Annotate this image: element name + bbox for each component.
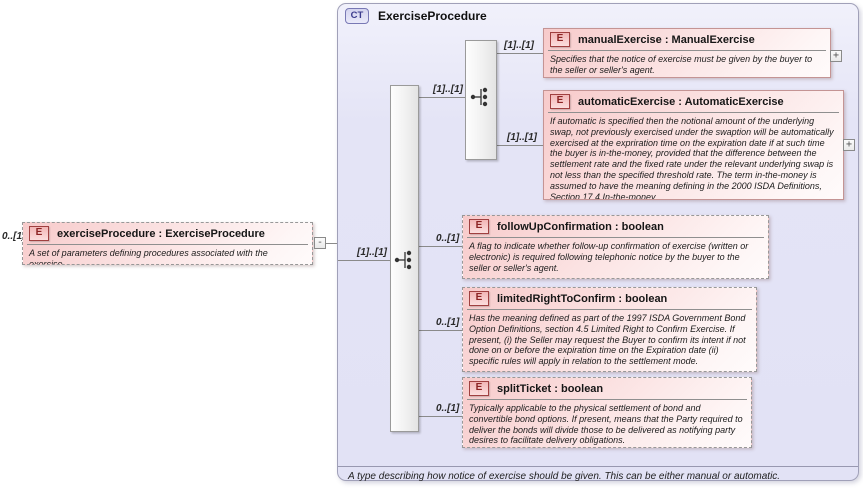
cardinality-label: [1]..[1] [504,40,534,51]
element-annotation: Typically applicable to the physical set… [469,403,743,446]
element-header: E exerciseProcedure : ExerciseProcedure [23,223,312,243]
element-annotation: Specifies that the notice of exercise mu… [550,54,813,75]
cardinality-label: 0..[1] [436,233,460,244]
connector-line [497,145,543,146]
complex-type-badge-icon: CT [345,8,369,24]
element-follow-up-confirmation[interactable]: E followUpConfirmation : boolean A flag … [462,215,769,279]
cardinality-label: 0..[1] [436,317,460,328]
connector-line [338,260,390,261]
element-badge-icon: E [469,219,489,234]
expand-icon[interactable]: + [843,139,855,151]
choice-icon [470,87,488,107]
connector-line [419,330,462,331]
element-header: E manualExercise : ManualExercise [544,29,830,49]
separator [467,399,747,400]
connector-line [419,416,462,417]
separator [27,244,308,245]
element-badge-icon: E [550,94,570,109]
element-header: E splitTicket : boolean [463,378,751,398]
element-header: E automaticExercise : AutomaticExercise [544,91,843,111]
element-annotation: Has the meaning defined as part of the 1… [469,313,746,367]
element-limited-right-to-confirm[interactable]: E limitedRightToConfirm : boolean Has th… [462,287,757,372]
element-annotation: A set of parameters defining procedures … [29,248,268,265]
complex-type-header: CT ExerciseProcedure [345,8,487,24]
element-name: exerciseProcedure : ExerciseProcedure [57,227,265,240]
element-name: splitTicket : boolean [497,382,604,395]
cardinality-label: [1]..[1] [433,84,463,95]
element-badge-icon: E [469,381,489,396]
cardinality-label: 0..[1] [436,403,460,414]
element-exercise-procedure[interactable]: E exerciseProcedure : ExerciseProcedure … [22,222,313,265]
element-header: E followUpConfirmation : boolean [463,216,768,236]
separator [548,50,826,51]
sequence-icon [394,250,412,270]
connector-line [419,97,465,98]
element-name: limitedRightToConfirm : boolean [497,292,668,305]
complex-type-title: ExerciseProcedure [378,9,487,23]
element-badge-icon: E [550,32,570,47]
element-manual-exercise[interactable]: E manualExercise : ManualExercise Specif… [543,28,831,78]
element-annotation: A flag to indicate whether follow-up con… [469,241,749,273]
separator [467,237,764,238]
connector-line [326,243,337,244]
connector-line [419,246,462,247]
element-name: manualExercise : ManualExercise [578,33,755,46]
cardinality-label: 0..[1] [2,231,26,242]
connector-line [497,53,543,54]
element-name: followUpConfirmation : boolean [497,220,664,233]
element-badge-icon: E [469,291,489,306]
complex-type-annotation: A type describing how notice of exercise… [338,466,858,482]
element-split-ticket[interactable]: E splitTicket : boolean Typically applic… [462,377,752,448]
separator [467,309,752,310]
element-annotation: If automatic is specified then the notio… [550,116,834,200]
element-name: automaticExercise : AutomaticExercise [578,95,784,108]
cardinality-label: [1]..[1] [357,247,387,258]
cardinality-label: [1]..[1] [507,132,537,143]
element-header: E limitedRightToConfirm : boolean [463,288,756,308]
element-badge-icon: E [29,226,49,241]
separator [548,112,839,113]
collapse-icon[interactable]: - [314,237,326,249]
expand-icon[interactable]: + [830,50,842,62]
element-automatic-exercise[interactable]: E automaticExercise : AutomaticExercise … [543,90,844,200]
